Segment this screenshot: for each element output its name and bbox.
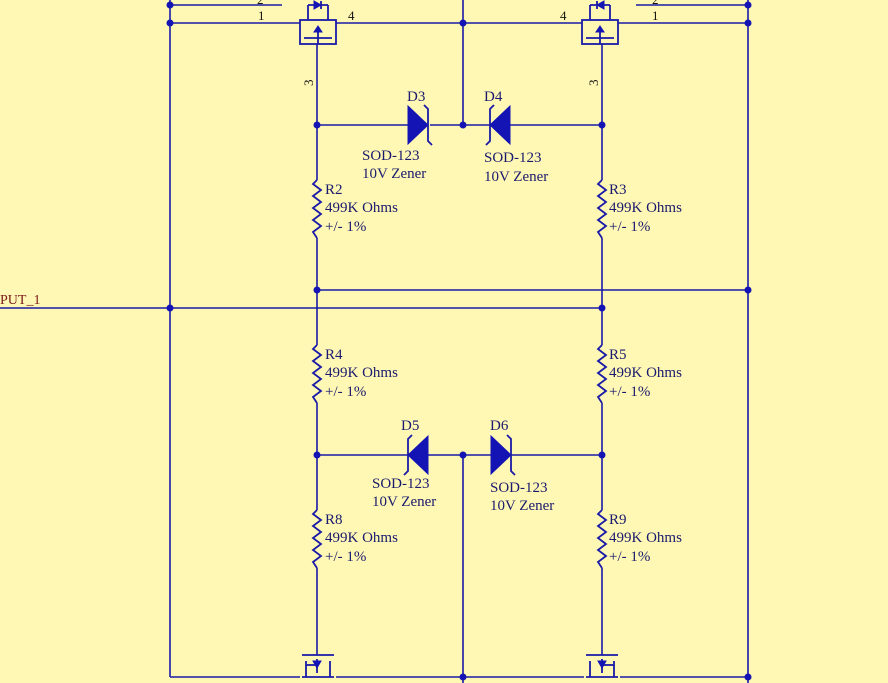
diode-d5-symbol [403, 434, 429, 476]
resistor-value: 499K Ohms [609, 200, 682, 216]
diode-value: 10V Zener [372, 494, 436, 510]
wires [0, 0, 749, 683]
junction-dot [598, 304, 606, 312]
resistor-tolerance: +/- 1% [609, 219, 650, 235]
resistor-tolerance: +/- 1% [609, 384, 650, 400]
resistor-r5-symbol [596, 344, 608, 404]
resistor-value: 499K Ohms [609, 365, 682, 381]
resistor-r2-symbol [311, 179, 323, 239]
resistor-ref: R2 [325, 182, 343, 198]
resistor-value: 499K Ohms [325, 365, 398, 381]
junction-dot [166, 1, 174, 9]
junctions [166, 1, 752, 681]
junction-dot [313, 451, 321, 459]
junction-dot [313, 286, 321, 294]
resistor-tolerance: +/- 1% [325, 219, 366, 235]
diode-d6-symbol [490, 434, 516, 476]
pin-number: 3 [586, 80, 601, 87]
diode-ref: D4 [484, 89, 503, 105]
junction-dot [744, 673, 752, 681]
junction-dot [744, 286, 752, 294]
resistor-r9-symbol [596, 509, 608, 569]
resistor-ref: R8 [325, 512, 343, 528]
diode-ref: D5 [401, 418, 419, 434]
resistor-value: 499K Ohms [325, 530, 398, 546]
resistor-ref: R5 [609, 347, 627, 363]
resistor-value: 499K Ohms [609, 530, 682, 546]
junction-dot [313, 121, 321, 129]
net-label: PUT_1 [0, 293, 40, 308]
resistor-tolerance: +/- 1% [325, 384, 366, 400]
junction-dot [459, 121, 467, 129]
pin-number: 1 [652, 8, 659, 23]
diode-package: SOD-123 [490, 480, 548, 496]
resistor-r8-symbol [311, 509, 323, 569]
mosfet-bottom-left-symbol [302, 654, 334, 678]
resistor-tolerance: +/- 1% [325, 549, 366, 565]
mosfet-top-left-symbol [299, 0, 337, 45]
junction-dot [459, 451, 467, 459]
mosfet-bottom-right-symbol [586, 654, 618, 678]
diode-ref: D6 [490, 418, 509, 434]
junction-dot [744, 19, 752, 27]
junction-dot [598, 451, 606, 459]
resistor-ref: R3 [609, 182, 627, 198]
resistor-value: 499K Ohms [325, 200, 398, 216]
resistor-r3-symbol [596, 179, 608, 239]
junction-dot [459, 673, 467, 681]
pin-number: 4 [348, 8, 355, 23]
diode-value: 10V Zener [490, 498, 554, 514]
diode-package: SOD-123 [372, 476, 430, 492]
resistor-r4-symbol [311, 344, 323, 404]
resistor-ref: R4 [325, 347, 343, 363]
pin-number: 4 [560, 8, 567, 23]
pin-number: 2 [652, 0, 659, 7]
diode-package: SOD-123 [484, 150, 542, 166]
diode-value: 10V Zener [362, 166, 426, 182]
resistor-tolerance: +/- 1% [609, 549, 650, 565]
diode-d3-symbol [407, 104, 433, 146]
mosfet-top-right-symbol [581, 0, 619, 45]
junction-dot [744, 1, 752, 9]
resistor-ref: R9 [609, 512, 627, 528]
junction-dot [598, 121, 606, 129]
diode-ref: D3 [407, 89, 425, 105]
pin-number: 1 [258, 8, 265, 23]
diode-value: 10V Zener [484, 169, 548, 185]
diode-package: SOD-123 [362, 148, 420, 164]
pin-number: 2 [257, 0, 264, 7]
diode-d4-symbol [485, 104, 511, 146]
junction-dot [459, 19, 467, 27]
junction-dot [166, 304, 174, 312]
junction-dot [166, 19, 174, 27]
pin-number: 3 [301, 80, 316, 87]
